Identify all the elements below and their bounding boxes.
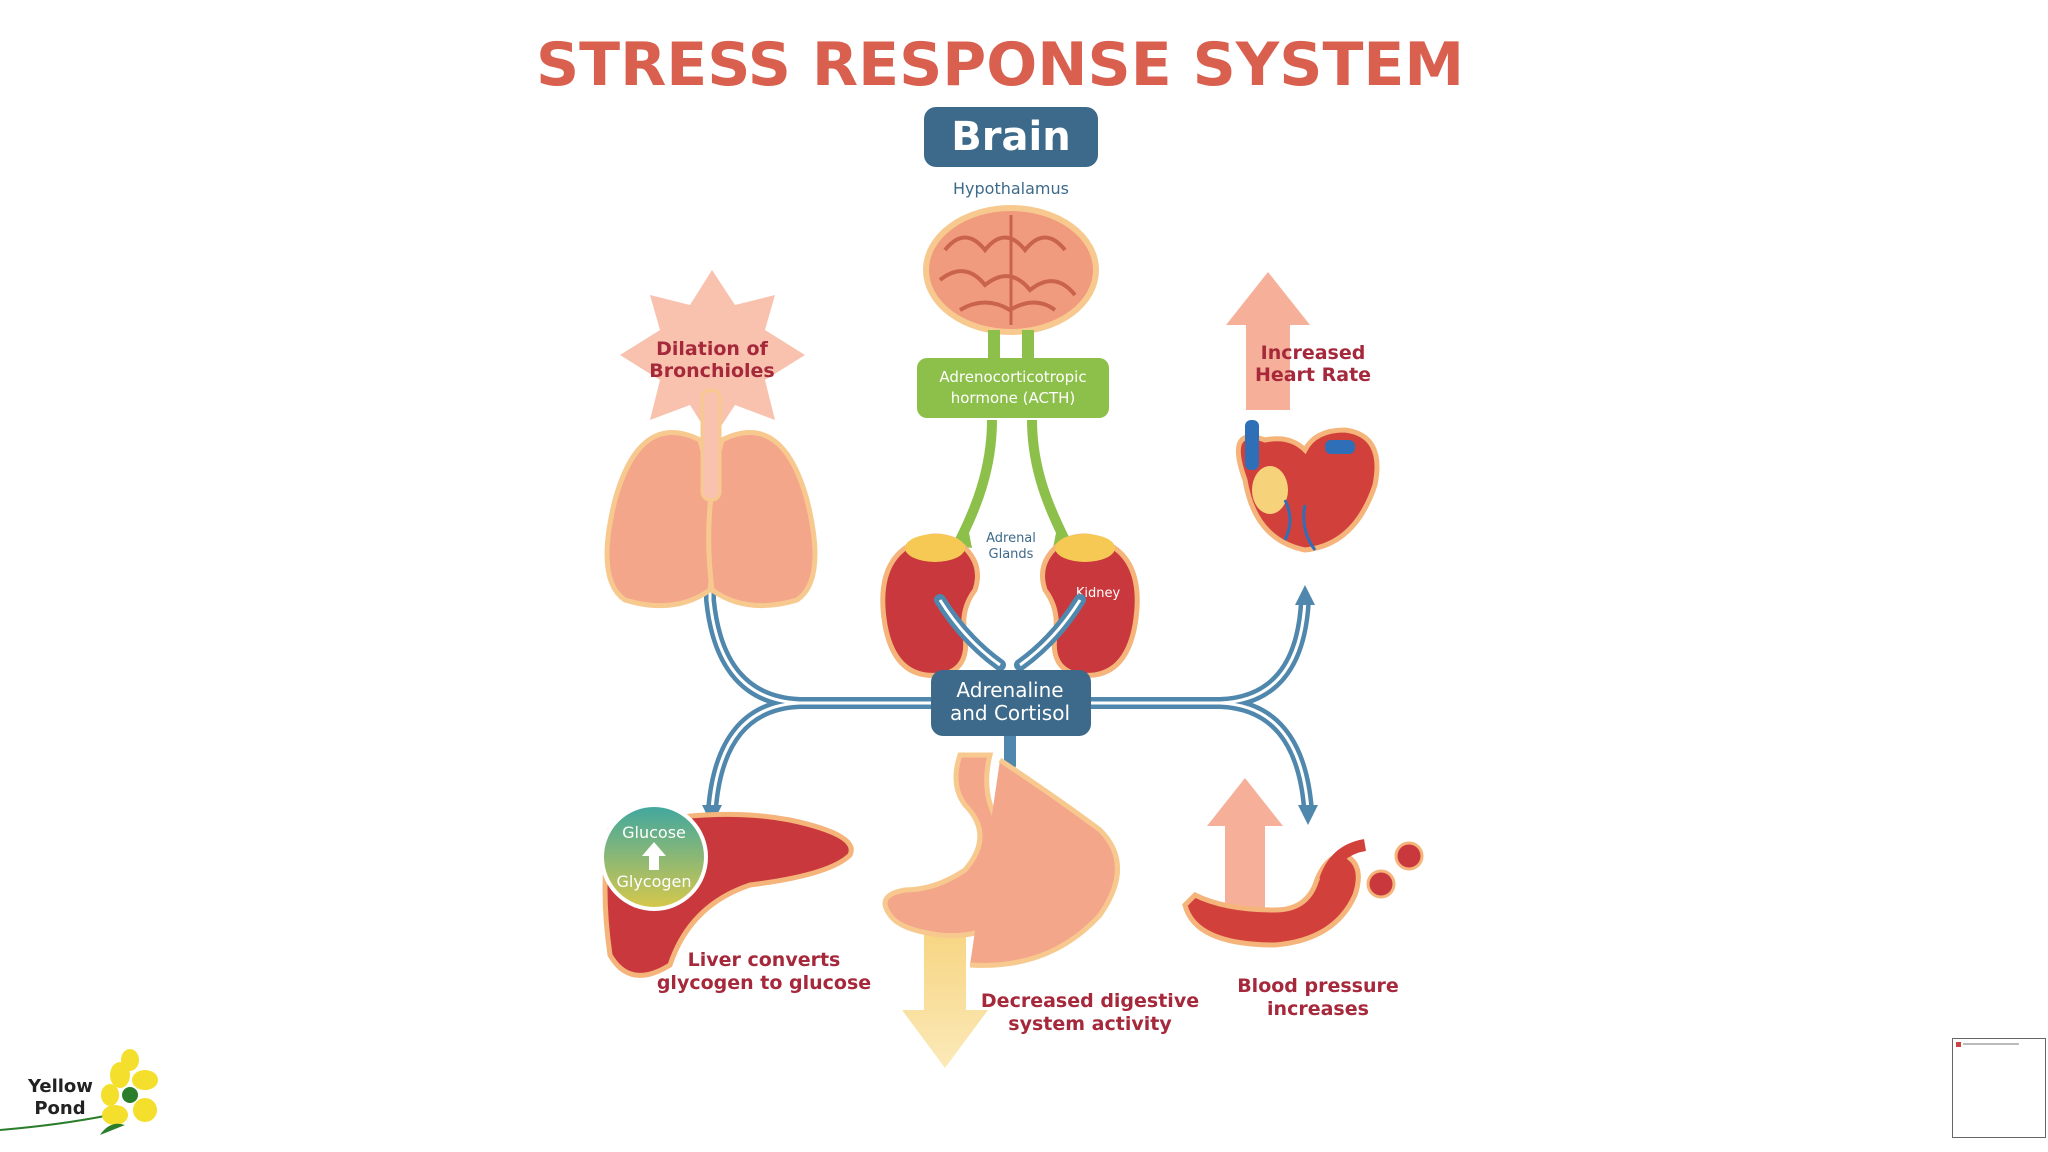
glucose-label: Glucose: [622, 823, 686, 842]
glycogen-label: Glycogen: [616, 872, 691, 891]
lungs-label-line2: Bronchioles: [649, 360, 775, 382]
hypothalamus-label: Hypothalamus: [953, 179, 1069, 198]
arrow-down-icon: [902, 910, 988, 1068]
thumbnail-line: [1963, 1043, 2019, 1045]
blood-label-line1: Blood pressure: [1237, 975, 1399, 997]
blood-label-line2: increases: [1267, 998, 1369, 1020]
lungs-icon: [604, 270, 818, 609]
brain-header-box: [924, 107, 1098, 167]
adrenal-label-line2: Glands: [989, 547, 1034, 562]
arrow-up-icon-blood: [1207, 778, 1283, 920]
thumbnail-marker: [1956, 1042, 1961, 1047]
adrenal-label-line1: Adrenal: [986, 531, 1036, 546]
slide-thumbnail[interactable]: [1952, 1038, 2046, 1138]
acth-label-line2: hormone (ACTH): [951, 389, 1076, 407]
acth-label-line1: Adrenocorticotropic: [939, 368, 1086, 386]
heart-label-line1: Increased: [1261, 342, 1366, 364]
heart-label-line2: Heart Rate: [1255, 364, 1371, 386]
artery-icon: [1182, 839, 1424, 948]
diagram-title: STRESS RESPONSE SYSTEM: [536, 30, 1464, 100]
kidney-icon: [880, 533, 1140, 678]
lungs-label-line1: Dilation of: [656, 338, 768, 360]
hormones-label-line2: and Cortisol: [950, 701, 1070, 725]
logo-line1: Yellow: [28, 1076, 93, 1097]
flower-logo-icon: [0, 1049, 158, 1135]
stomach-label-line1: Decreased digestive: [981, 990, 1199, 1012]
arrow-up-icon: [1226, 272, 1310, 410]
logo-text: Yellow Pond: [28, 1076, 93, 1120]
brain-label: Brain: [951, 114, 1070, 160]
hormones-box: [931, 670, 1091, 736]
hormones-label-line1: Adrenaline: [956, 678, 1063, 702]
acth-box: [917, 358, 1109, 418]
liver-label-line2: glycogen to glucose: [657, 972, 871, 994]
logo-line2: Pond: [34, 1098, 86, 1119]
arrow-up-small-icon: [642, 842, 666, 870]
heart-icon: [1235, 420, 1380, 553]
brain-icon: [923, 205, 1099, 335]
stomach-label-line2: system activity: [1008, 1013, 1172, 1035]
kidney-label: Kidney: [1076, 586, 1121, 601]
stomach-icon: [882, 752, 1120, 968]
liver-label-line1: Liver converts: [688, 949, 841, 971]
